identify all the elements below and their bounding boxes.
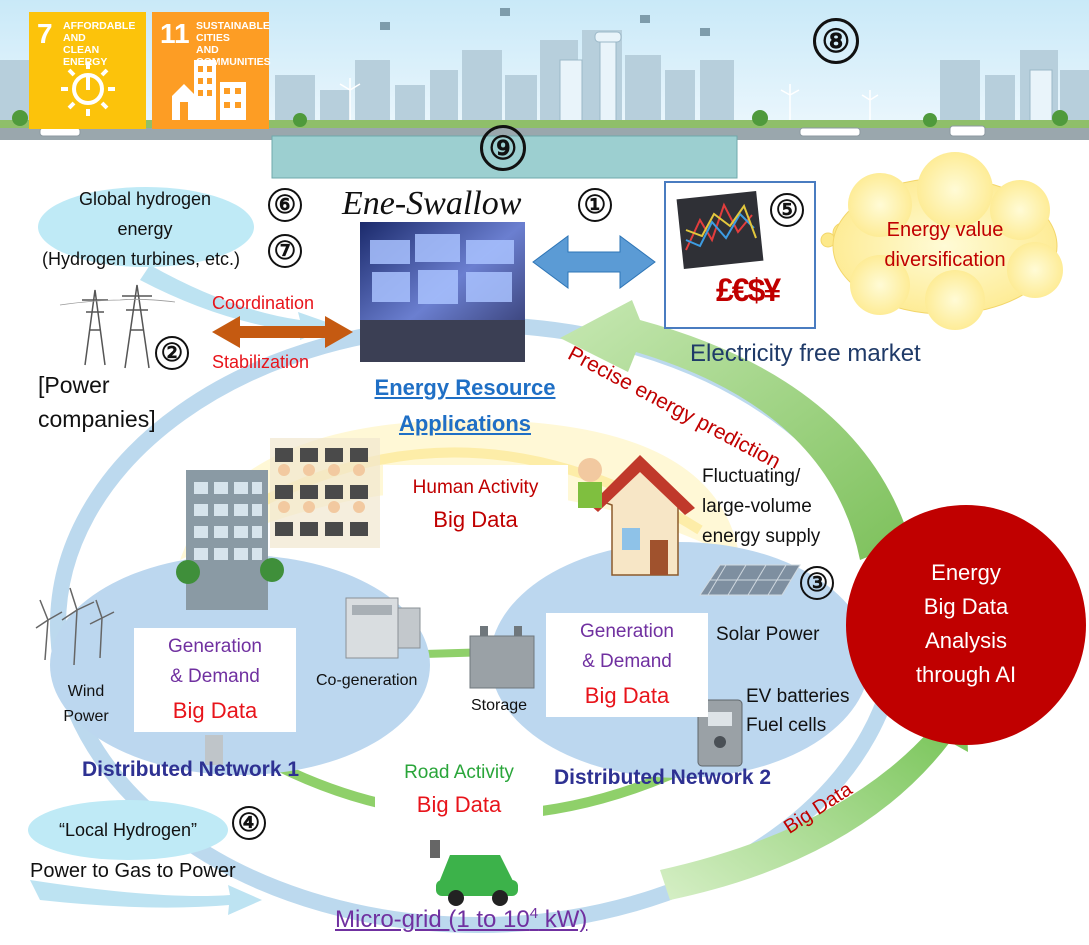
sdg-11-tile: 11 SUSTAINABLE CITIES AND COMMUNITIES: [152, 12, 271, 129]
stabilization-label: Stabilization: [212, 352, 310, 372]
sun-power-icon: [61, 62, 115, 116]
network-1-big-data: Big Data: [172, 698, 258, 723]
marker-6: ⑥: [268, 188, 302, 222]
network-2-generation: Generation: [579, 621, 674, 642]
fluctuating-line3: energy supply: [702, 526, 821, 547]
ai-analysis-circle: [846, 505, 1086, 745]
sdg-number: 11: [160, 18, 190, 49]
fuel-cells-label: Fuel cells: [746, 715, 827, 736]
local-hydrogen-bubble: [28, 800, 228, 860]
wind-label-line1: Wind: [67, 683, 105, 700]
storage-label: Storage: [471, 697, 528, 714]
marker-4: ④: [232, 806, 266, 840]
network-2-big-data: Big Data: [584, 683, 670, 708]
marker-3: ③: [800, 566, 834, 600]
market-exchange-arrow: [532, 235, 656, 289]
microgrid-suffix: kW): [538, 906, 588, 933]
network-1-data-box: Generation & Demand Big Data: [134, 628, 296, 732]
road-activity-label: Road Activity: [404, 762, 514, 783]
human-activity-box: Human Activity Big Data: [383, 465, 568, 545]
local-hydrogen-arrow: [30, 880, 262, 915]
energy-resource-link[interactable]: Energy Resource: [374, 375, 556, 400]
sdg-7-tile: 7 AFFORDABLE AND CLEAN ENERGY: [29, 12, 146, 129]
marker-5: ⑤: [770, 193, 804, 227]
energy-value-line1: Energy value: [886, 219, 1004, 241]
applications-link[interactable]: Applications: [398, 411, 531, 436]
solar-power-label: Solar Power: [716, 624, 820, 645]
local-hydrogen-label: “Local Hydrogen”: [58, 820, 198, 840]
microgrid-label[interactable]: Micro-grid (1 to 104 kW): [335, 905, 587, 934]
storage-battery-icon: [469, 626, 535, 689]
network-2-demand: & Demand: [582, 651, 672, 672]
ene-swallow-title: Ene-Swallow: [342, 185, 522, 222]
wind-label-line2: Power: [63, 708, 109, 725]
marker-1: ①: [578, 188, 612, 222]
power-to-gas-label: Power to Gas to Power: [30, 860, 236, 882]
network-2-data-box: Generation & Demand Big Data: [546, 613, 708, 717]
energy-value-cloud: [820, 152, 1063, 330]
fluctuating-line1: Fluctuating/: [702, 466, 801, 487]
microgrid-exponent: 4: [529, 905, 539, 922]
ai-line4: through AI: [915, 662, 1017, 687]
ev-charger-icon: [697, 699, 743, 767]
ai-line3: Analysis: [925, 628, 1007, 653]
distributed-network-1-label: Distributed Network 1: [82, 758, 300, 781]
ene-swallow-control-room-image: [360, 222, 525, 362]
energy-value-line2: diversification: [884, 249, 1006, 271]
power-companies-line2: companies]: [38, 406, 156, 432]
marker-2: ②: [155, 336, 189, 370]
road-activity-box: Road Activity Big Data: [375, 748, 543, 828]
ai-line1: Energy: [931, 560, 1001, 585]
coordination-arrow: [212, 316, 353, 348]
microgrid-prefix: Micro-grid (1 to 10: [335, 906, 530, 933]
sdg-label: AFFORDABLE AND CLEAN ENERGY: [63, 20, 136, 69]
ai-line2: Big Data: [923, 594, 1009, 619]
electric-car-icon: [430, 840, 518, 906]
cogeneration-label: Co-generation: [316, 672, 418, 689]
precise-prediction-arrow: [560, 300, 910, 560]
global-hydrogen-arrow: [140, 265, 335, 340]
global-hydrogen-line2: energy: [117, 219, 173, 239]
global-hydrogen-line1: Global hydrogen: [78, 189, 212, 209]
distributed-network-2-label: Distributed Network 2: [554, 766, 772, 789]
coordination-label: Coordination: [212, 293, 315, 313]
sdg-label: SUSTAINABLE CITIES AND COMMUNITIES: [196, 20, 271, 69]
network-1-demand: & Demand: [170, 666, 260, 687]
marker-8: ⑧: [813, 18, 859, 64]
office-building-icon: [176, 470, 284, 610]
solar-panel-icon: [699, 564, 801, 596]
wind-turbine-icon: [35, 587, 115, 666]
human-activity-label: Human Activity: [412, 477, 539, 498]
ev-batteries-label: EV batteries: [746, 686, 850, 707]
city-buildings-icon: [172, 60, 246, 120]
fluctuating-line2: large-volume: [702, 496, 812, 517]
global-hydrogen-bubble: [38, 187, 254, 267]
power-tower-icon: [59, 284, 176, 369]
power-companies-line1: [Power: [38, 372, 110, 398]
electricity-market-label: Electricity free market: [690, 340, 921, 367]
cogeneration-machine-icon: [345, 597, 421, 659]
human-activity-big-data: Big Data: [433, 507, 518, 532]
marker-7: ⑦: [268, 234, 302, 268]
sdg-number: 7: [37, 18, 53, 49]
network-1-generation: Generation: [167, 636, 262, 657]
currency-symbols: £€$¥: [716, 272, 781, 308]
marker-9: ⑨: [480, 125, 526, 171]
house-icon: [578, 455, 695, 576]
road-activity-big-data: Big Data: [416, 792, 502, 817]
global-hydrogen-line3: (Hydrogen turbines, etc.): [41, 249, 241, 269]
people-crowd-icon: [270, 438, 380, 548]
